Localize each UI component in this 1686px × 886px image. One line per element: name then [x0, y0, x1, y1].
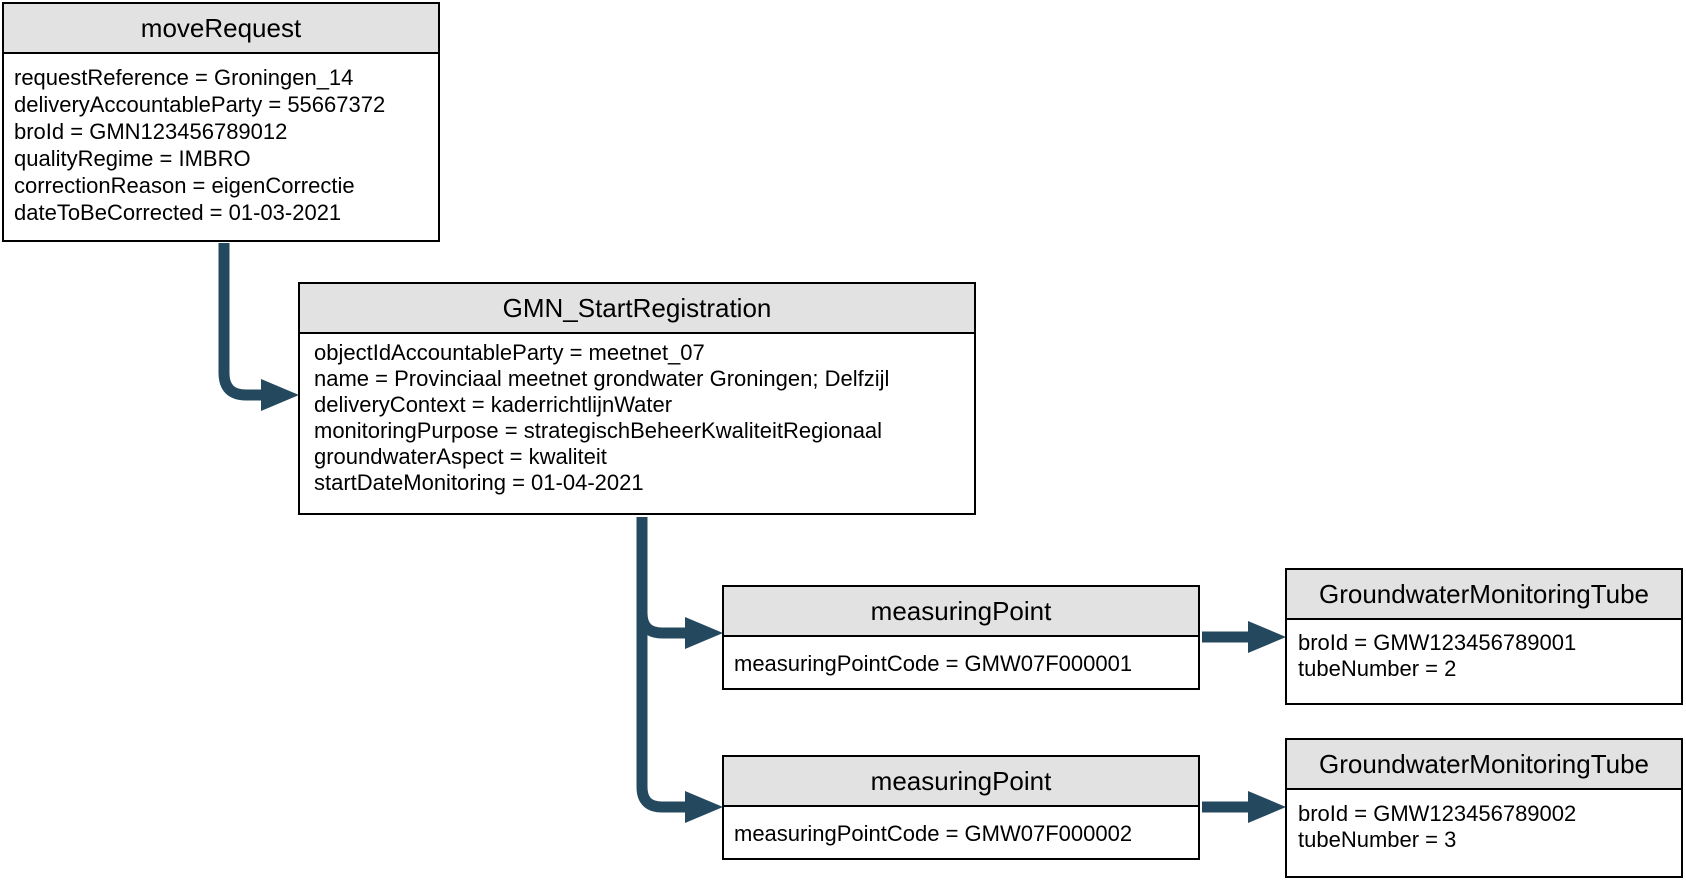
attribute-line: qualityRegime = IMBRO — [14, 146, 251, 171]
arrowhead-measuringpoint-2-to-tube-2 — [1248, 791, 1286, 823]
node-groundwater-monitoring-tube-1-attributes: broId = GMW123456789001 tubeNumber = 2 — [1287, 620, 1681, 682]
attribute-line: groundwaterAspect = kwaliteit — [314, 444, 607, 469]
node-measuring-point-2: measuringPoint measuringPointCode = GMW0… — [722, 755, 1200, 860]
node-measuring-point-1-title: measuringPoint — [724, 587, 1198, 637]
connector-gmn-to-measuringpoint-1 — [636, 517, 685, 639]
node-groundwater-monitoring-tube-1: GroundwaterMonitoringTube broId = GMW123… — [1285, 568, 1683, 705]
attribute-line: objectIdAccountableParty = meetnet_07 — [314, 340, 705, 365]
node-gmn-start-registration: GMN_StartRegistration objectIdAccountabl… — [298, 282, 976, 515]
attribute-line: deliveryContext = kaderrichtlijnWater — [314, 392, 673, 417]
node-move-request: moveRequest requestReference = Groningen… — [2, 2, 440, 242]
node-measuring-point-1: measuringPoint measuringPointCode = GMW0… — [722, 585, 1200, 690]
connector-moverequest-to-gmn — [218, 243, 261, 401]
node-groundwater-monitoring-tube-2: GroundwaterMonitoringTube broId = GMW123… — [1285, 738, 1683, 878]
node-groundwater-monitoring-tube-2-title: GroundwaterMonitoringTube — [1287, 740, 1681, 790]
arrowhead-gmn-to-measuringpoint-2 — [685, 791, 723, 823]
attribute-line: measuringPointCode = GMW07F000002 — [734, 821, 1133, 846]
attribute-line: measuringPointCode = GMW07F000001 — [734, 651, 1133, 676]
attribute-line: tubeNumber = 2 — [1298, 656, 1457, 681]
node-move-request-attributes: requestReference = Groningen_14 delivery… — [4, 54, 438, 226]
arrowhead-measuringpoint-1-to-tube-1 — [1248, 621, 1286, 653]
attribute-line: requestReference = Groningen_14 — [14, 65, 354, 90]
attribute-line: dateToBeCorrected = 01-03-2021 — [14, 200, 342, 225]
attribute-line: broId = GMN123456789012 — [14, 119, 288, 144]
arrowhead-gmn-to-measuringpoint-1 — [685, 617, 723, 649]
attribute-line: broId = GMW123456789001 — [1298, 630, 1577, 655]
attribute-line: monitoringPurpose = strategischBeheerKwa… — [314, 418, 883, 443]
node-measuring-point-2-title: measuringPoint — [724, 757, 1198, 807]
node-measuring-point-2-attributes: measuringPointCode = GMW07F000002 — [724, 807, 1198, 847]
connector-gmn-to-measuringpoint-2 — [636, 517, 685, 813]
attribute-line: startDateMonitoring = 01-04-2021 — [314, 470, 644, 495]
node-groundwater-monitoring-tube-1-title: GroundwaterMonitoringTube — [1287, 570, 1681, 620]
attribute-line: deliveryAccountableParty = 55667372 — [14, 92, 386, 117]
attribute-line: tubeNumber = 3 — [1298, 827, 1457, 852]
attribute-line: correctionReason = eigenCorrectie — [14, 173, 355, 198]
attribute-line: broId = GMW123456789002 — [1298, 801, 1577, 826]
node-move-request-title: moveRequest — [4, 4, 438, 54]
attribute-line: name = Provinciaal meetnet grondwater Gr… — [314, 366, 890, 391]
node-gmn-start-registration-title: GMN_StartRegistration — [300, 284, 974, 334]
node-groundwater-monitoring-tube-2-attributes: broId = GMW123456789002 tubeNumber = 3 — [1287, 790, 1681, 853]
node-gmn-start-registration-attributes: objectIdAccountableParty = meetnet_07 na… — [300, 334, 974, 496]
arrowhead-moverequest-to-gmn — [261, 379, 299, 411]
node-measuring-point-1-attributes: measuringPointCode = GMW07F000001 — [724, 637, 1198, 677]
